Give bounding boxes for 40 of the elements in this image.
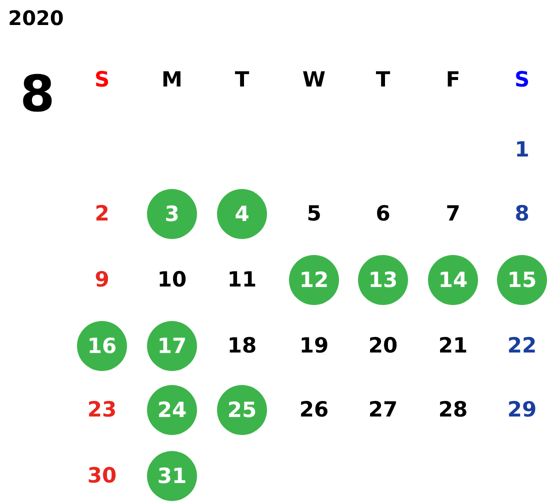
- weekday-header: W: [302, 70, 326, 90]
- highlighted-date: 17: [147, 321, 197, 371]
- highlighted-date: 13: [358, 255, 408, 305]
- date-number: 22: [507, 336, 537, 356]
- date-number: 18: [227, 336, 257, 356]
- month-number: 8: [20, 69, 55, 119]
- highlighted-date: 25: [217, 385, 267, 435]
- date-number: 1: [514, 140, 530, 160]
- date-number: 23: [87, 400, 117, 420]
- date-number: 21: [438, 336, 468, 356]
- date-number: 9: [94, 270, 110, 290]
- date-number: 10: [157, 270, 187, 290]
- highlighted-date: 16: [77, 321, 127, 371]
- date-number: 20: [368, 336, 398, 356]
- highlighted-date: 3: [147, 189, 197, 239]
- highlighted-date: 15: [497, 255, 547, 305]
- date-number: 30: [87, 466, 117, 486]
- highlighted-date: 4: [217, 189, 267, 239]
- date-number: 8: [514, 204, 530, 224]
- weekday-header: F: [446, 70, 460, 90]
- date-number: 11: [227, 270, 257, 290]
- date-number: 28: [438, 400, 468, 420]
- date-number: 7: [446, 204, 460, 224]
- highlighted-date: 14: [428, 255, 478, 305]
- date-number: 27: [368, 400, 398, 420]
- highlighted-date: 31: [147, 451, 197, 501]
- date-number: 2: [94, 204, 110, 224]
- weekday-header: S: [514, 70, 530, 90]
- date-number: 5: [306, 204, 322, 224]
- weekday-header: M: [162, 70, 182, 90]
- highlighted-date: 12: [289, 255, 339, 305]
- highlighted-date: 24: [147, 385, 197, 435]
- weekday-header: S: [94, 70, 110, 90]
- year-label: 2020: [8, 8, 64, 28]
- date-number: 29: [507, 400, 537, 420]
- date-number: 6: [376, 204, 390, 224]
- date-number: 19: [299, 336, 329, 356]
- weekday-header: T: [234, 70, 250, 90]
- weekday-header: T: [376, 70, 390, 90]
- date-number: 26: [299, 400, 329, 420]
